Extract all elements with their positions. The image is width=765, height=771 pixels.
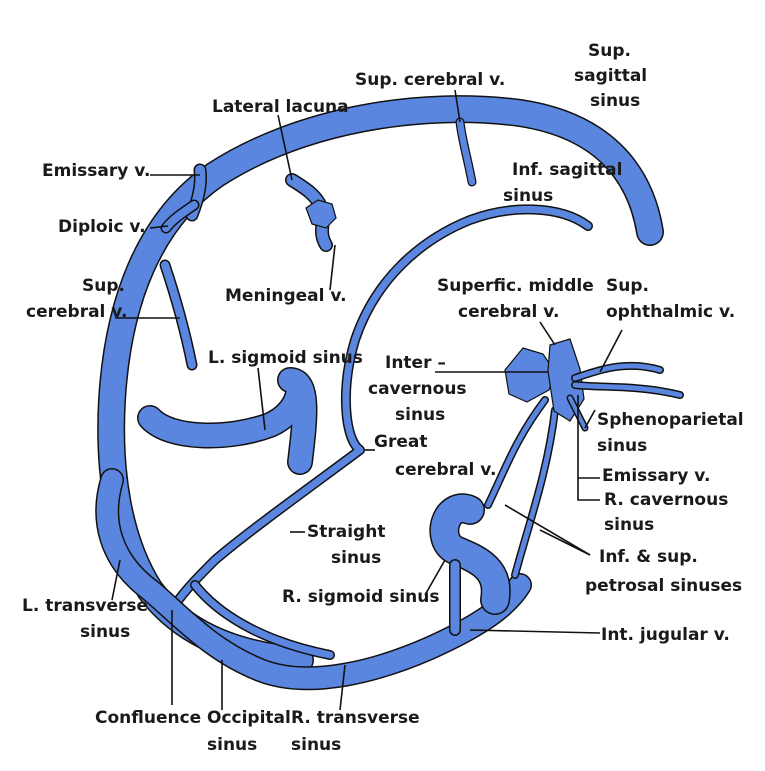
lateral-lacuna [285, 173, 337, 252]
label-diploic: Diploic v. [58, 217, 146, 237]
leader-lines [111, 89, 623, 711]
label-sup-cerebral-top: Sup. cerebral v. [355, 70, 505, 90]
label-l-transverse-1: L. transverse [22, 596, 148, 616]
label-l-sigmoid: L. sigmoid sinus [208, 348, 363, 368]
label-intercavernous-1: Inter – [385, 353, 446, 373]
label-intercavernous-2: cavernous [368, 379, 467, 399]
label-inf-sagittal-2: sinus [503, 186, 553, 206]
label-great-cerebral-1: Great [374, 432, 427, 452]
label-great-cerebral-2: cerebral v. [395, 460, 496, 480]
label-sup-sagittal-1: Sup. [588, 41, 631, 61]
label-emissary-right: Emissary v. [602, 466, 710, 486]
left-sigmoid-sinus [137, 367, 318, 475]
labels: Sup. sagittal sinus Sup. cerebral v. Lat… [22, 41, 744, 755]
label-sup-ophthalmic-2: ophthalmic v. [606, 302, 735, 322]
label-inf-sagittal-1: Inf. sagittal [512, 160, 622, 180]
label-inf-sup-petrosal-1: Inf. & sup. [599, 547, 698, 567]
label-straight-1: Straight [307, 522, 385, 542]
label-r-cavernous-2: sinus [604, 515, 654, 535]
label-superfic-middle-2: cerebral v. [458, 302, 559, 322]
label-straight-2: sinus [331, 548, 381, 568]
label-occipital-1: Occipital [207, 708, 291, 728]
label-occipital-2: sinus [207, 735, 257, 755]
label-sup-sagittal-2: sagittal [574, 66, 647, 86]
label-sup-cerebral-left-2: cerebral v. [26, 302, 127, 322]
label-confluence: Confluence [95, 708, 201, 728]
label-sphenoparietal-1: Sphenoparietal [597, 410, 744, 430]
label-meningeal: Meningeal v. [225, 286, 347, 306]
label-r-sigmoid: R. sigmoid sinus [282, 587, 439, 607]
label-sup-sagittal-3: sinus [590, 91, 640, 111]
label-sphenoparietal-2: sinus [597, 436, 647, 456]
label-r-transverse-2: sinus [291, 735, 341, 755]
label-superfic-middle-1: Superfic. middle [437, 276, 594, 296]
label-inf-sup-petrosal-2: petrosal sinuses [585, 576, 742, 596]
superior-cerebral-vein-left [159, 259, 198, 371]
right-sigmoid-sinus [429, 493, 511, 636]
label-emissary-top: Emissary v. [42, 161, 150, 181]
label-l-transverse-2: sinus [80, 622, 130, 642]
label-intercavernous-3: sinus [395, 405, 445, 425]
emissary-diploic-veins [160, 163, 207, 234]
occipital-sinus [190, 580, 335, 660]
label-lateral-lacuna: Lateral lacuna [212, 97, 349, 117]
petrosal-sinuses [484, 396, 559, 579]
label-r-cavernous-1: R. cavernous [604, 490, 728, 510]
label-sup-ophthalmic-1: Sup. [606, 276, 649, 296]
inferior-sagittal-and-straight-sinus [170, 204, 593, 610]
superior-cerebral-vein-top [455, 117, 477, 187]
label-int-jugular: Int. jugular v. [601, 625, 730, 645]
label-r-transverse-1: R. transverse [291, 708, 420, 728]
label-sup-cerebral-left-1: Sup. [82, 276, 125, 296]
